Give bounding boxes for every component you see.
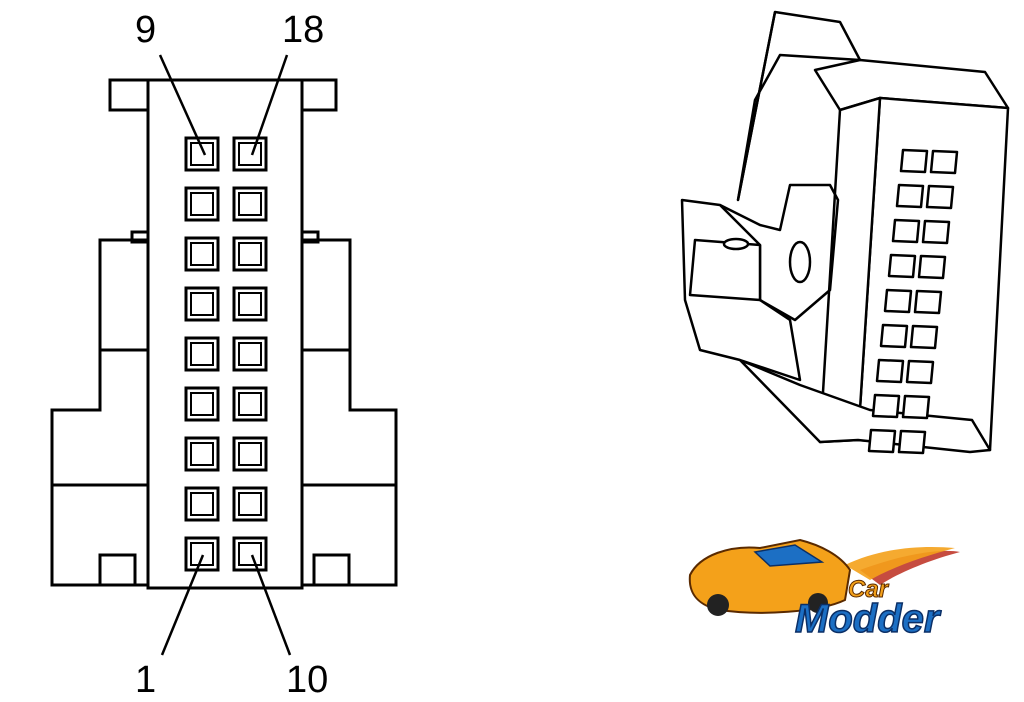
pin-cavity-3d [925,184,955,210]
pin-cavity-inner [238,192,262,216]
pin-cavity-inner [238,342,262,366]
pin-cavity [184,136,220,172]
pin-cavity [184,286,220,322]
leader-line-pin-9 [158,54,207,156]
pin-cavity-grid-3d [867,148,959,455]
pin-cavity-3d [879,323,909,349]
car-windshield [753,544,825,567]
pin-cavity [184,486,220,522]
pin-cavity-3d [875,358,905,384]
pin-cavity-inner [190,442,214,466]
left-foot [98,553,137,587]
pin-cavity-3d [867,428,897,454]
pin-cavity-3d [913,289,943,315]
right-foot [312,553,351,587]
hinge-pin [788,240,812,284]
pin-cavity-3d [897,429,927,455]
pin-cavity-inner [238,392,262,416]
pin-cavity-inner [238,542,262,566]
pin-cavity [232,436,268,472]
bottom-rail [738,358,992,454]
leader-line-pin-1 [160,554,205,656]
pin-cavity-3d [929,149,959,175]
pin-cavity [232,286,268,322]
pin-label-1: 1 [135,659,156,701]
pin-cavity [232,336,268,372]
pin-cavity-3d [895,183,925,209]
pin-cavity-inner [190,492,214,516]
logo-text-car: Car [848,576,890,603]
pin-cavity-inner [238,292,262,316]
left-tab [130,230,150,244]
pin-cavity-inner [238,142,262,166]
flame-accent-2 [845,546,955,580]
pin-cavity-3d [871,393,901,419]
pin-label-18: 18 [282,9,324,51]
pin-cavity [184,236,220,272]
pin-cavity-inner [190,392,214,416]
pin-cavity [184,536,220,572]
pin-cavity-3d [917,254,947,280]
car-wheel-rear [808,593,828,613]
latch-arm [719,183,840,322]
pin-cavity-3d [905,359,935,385]
pin-cavity-3d [887,253,917,279]
pin-cavity [232,386,268,422]
pin-cavity-3d [899,148,929,174]
leader-line-pin-18 [250,54,289,156]
latch-hole [722,237,750,251]
pin-cavity-inner [190,292,214,316]
carmodder-logo: Car Modder [688,538,960,642]
pin-cavity-inner [238,442,262,466]
pin-cavity [184,186,220,222]
pin-cavity [232,236,268,272]
pin-cavity-3d [909,324,939,350]
left-housing [50,238,148,587]
right-tab [300,230,320,244]
leader-line-pin-10 [250,554,292,656]
pin-cavity-inner [190,542,214,566]
pin-cavity [232,136,268,172]
pin-cavity-3d [883,288,913,314]
pin-cavity [184,386,220,422]
connector-face-view [50,54,398,656]
pin-cavity [184,336,220,372]
right-housing [302,238,398,587]
pin-cavity [232,486,268,522]
pin-cavity-inner [190,342,214,366]
pin-cavity-grid [184,136,268,572]
pin-cavity-3d [901,394,931,420]
pin-cavity-3d [921,219,951,245]
connector-3d-view [680,10,1010,455]
pin-cavity [184,436,220,472]
pin-label-9: 9 [135,9,156,51]
pin-cavity [232,186,268,222]
flame-accent [860,550,960,585]
pin-cavity-inner [190,192,214,216]
latch-block [688,238,762,302]
pin-cavity-inner [190,242,214,266]
pin-cavity [232,536,268,572]
pin-label-10: 10 [286,659,328,701]
connector-body [146,78,304,590]
pin-cavity-3d [891,218,921,244]
pin-cavity-inner [238,492,262,516]
pin-cavity-inner [238,242,262,266]
pin-cavity-inner [190,142,214,166]
rear-edge [736,11,777,201]
logo-text-modder: Modder [795,597,942,641]
car-wheel-front [707,594,729,616]
